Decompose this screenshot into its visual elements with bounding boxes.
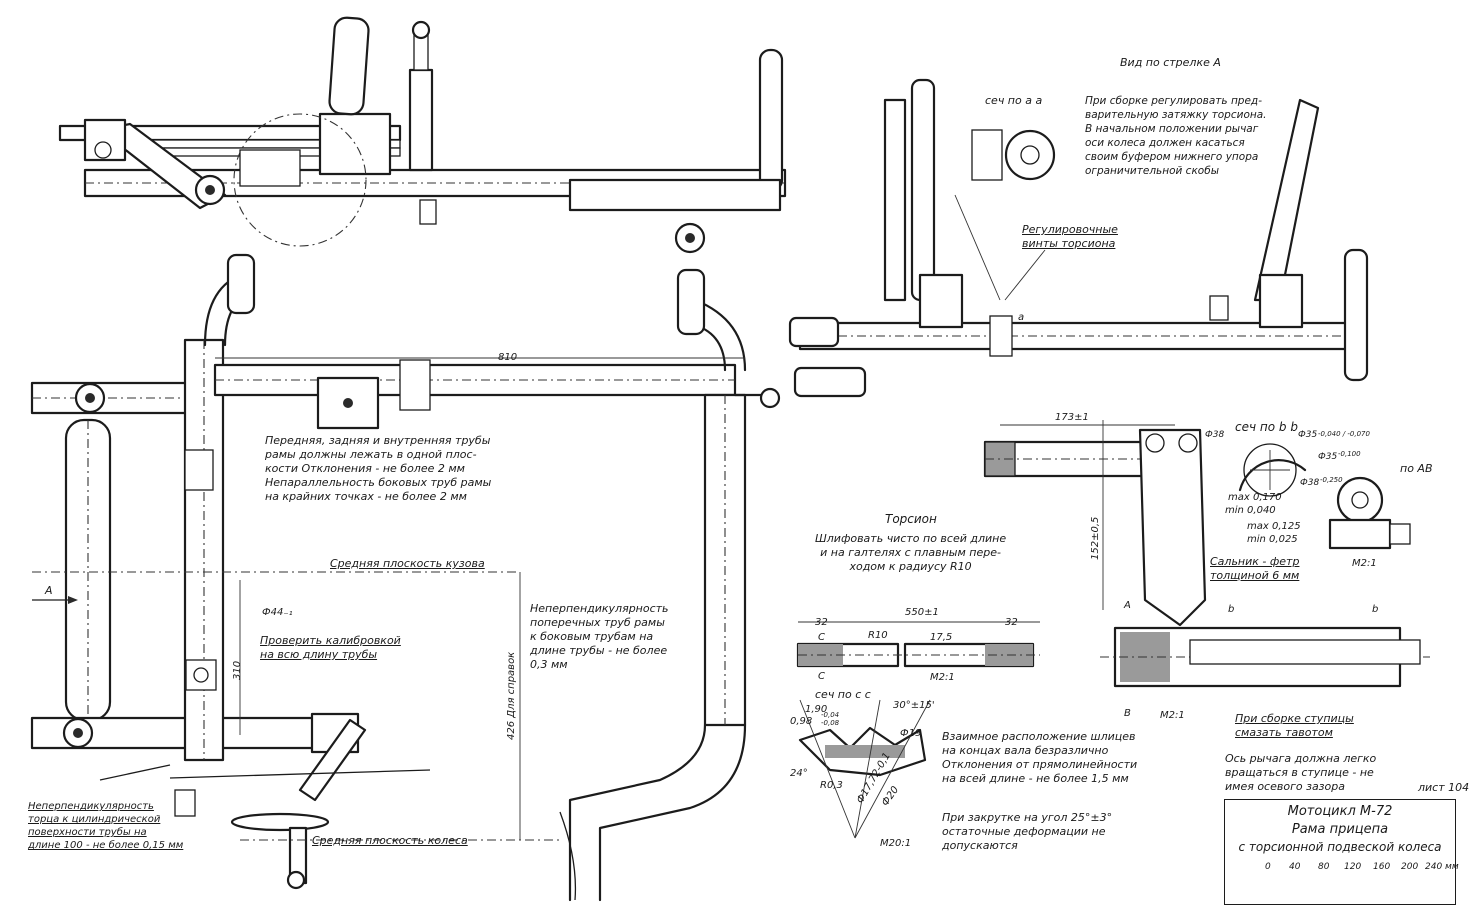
mark-b2: b — [1372, 604, 1379, 615]
dim-810: 810 — [498, 352, 518, 363]
dia-38-bot: Ф38 — [1300, 478, 1320, 488]
view-a — [788, 78, 1369, 398]
view-ab-scale: М2:1 — [1352, 558, 1377, 569]
tol-min-1: min 0,040 — [1225, 505, 1276, 516]
scale-label-1: 40 — [1289, 862, 1301, 872]
tol-35-top: -0,040 / -0,070 — [1318, 430, 1370, 438]
torsion-bar — [796, 621, 1040, 668]
title-line-3: с торсионной подвеской колеса — [1238, 840, 1442, 854]
scale-label-4: 160 — [1373, 862, 1391, 872]
plan-view-frame — [30, 253, 781, 902]
gland-note: Сальник - фетр толщиной 6 мм — [1210, 555, 1300, 582]
dia-35-mid: Ф35 — [1318, 452, 1338, 462]
mark-c-top: С — [818, 632, 825, 643]
view-ab-label: по АВ — [1400, 462, 1433, 475]
wheel-midplane-label: Средняя плоскость колеса — [312, 834, 468, 847]
r0-3: R0,3 — [820, 780, 843, 791]
section-cc-scale: М20:1 — [880, 838, 912, 849]
hub-note: При сборке ступицы смазать тавотом — [1235, 712, 1354, 739]
section-cc-title: сеч по с с — [815, 688, 871, 701]
dim-173: 173±1 — [1055, 412, 1089, 423]
dia-19: Ф19 — [900, 728, 922, 739]
twist-note: При закрутке на угол 25°±3° остаточные д… — [942, 811, 1113, 852]
dim-426: 426 Для справок — [506, 651, 517, 740]
angle-30: 30°±15' — [893, 700, 935, 711]
dim-32-right: 32 — [1005, 617, 1018, 628]
section-bb-title: сеч по b b — [1235, 420, 1298, 434]
dim-17-5: 17,5 — [930, 632, 953, 643]
dim-1-90: 1,90 — [805, 704, 828, 715]
dim-32-left: 32 — [815, 617, 828, 628]
axle-note: Ось рычага должна легко вращаться в ступ… — [1225, 752, 1377, 793]
mark-a: а — [1018, 312, 1025, 323]
tol-35-mid: -0,100 — [1338, 450, 1361, 458]
scale-label-3: 120 — [1344, 862, 1362, 872]
mark-c-bottom: С — [818, 671, 825, 682]
r10-label: R10 — [868, 630, 888, 641]
dia-35-top: Ф35 — [1298, 430, 1318, 440]
section-aa-label: сеч по а а — [985, 94, 1043, 107]
dia-38-top: Ф38 — [1205, 430, 1225, 440]
tol-max-2: max 0,125 — [1247, 521, 1301, 532]
adjust-screws-label: Регулировочные винты торсиона — [1022, 223, 1118, 250]
tol-a: -0,04 — [821, 711, 840, 719]
torsion-scale: М2:1 — [930, 672, 955, 683]
calibration-note: Проверить калибровкой на всю длину трубы — [260, 634, 401, 661]
splines-note: Взаимное расположение шлицев на концах в… — [942, 730, 1138, 785]
title-line-1: Мотоцикл М-72 — [1287, 804, 1393, 819]
dim-152: 152±0,5 — [1090, 516, 1101, 560]
scale-label-6: 240 мм — [1425, 862, 1459, 872]
perpendicularity-note: Неперпендикулярность поперечных труб рам… — [530, 602, 669, 671]
scale-label-5: 200 — [1401, 862, 1419, 872]
scale-label-0: 0 — [1265, 862, 1271, 872]
planarity-note: Передняя, задняя и внутренняя трубы рамы… — [265, 434, 492, 503]
tol-38-bot: -0,250 — [1320, 476, 1343, 484]
tol-min-2: min 0,025 — [1247, 534, 1298, 545]
hub-section — [983, 420, 1430, 688]
body-midplane-label: Средняя плоскость кузова — [330, 557, 485, 570]
title-line-2: Рама прицепа — [1291, 822, 1389, 837]
side-elevation-view — [58, 16, 787, 254]
assembly-note: При сборке регулировать пред- варительну… — [1085, 95, 1267, 177]
angle-24: 24° — [790, 768, 808, 779]
dim-550: 550±1 — [905, 607, 939, 618]
tol-max-1: max 0,170 — [1228, 492, 1282, 503]
mark-b1: b — [1228, 604, 1235, 615]
bottom-left-note: Неперпендикулярность торца к цилиндричес… — [28, 801, 184, 851]
mark-b-lower: В — [1124, 708, 1131, 719]
hub-scale: М2:1 — [1160, 710, 1185, 721]
dim-310: 310 — [232, 660, 243, 680]
tol-b: -0,08 — [821, 719, 840, 727]
mark-a-upper: А — [1124, 600, 1131, 611]
sheet-number: лист 104 — [1418, 781, 1470, 794]
grind-note: Шлифовать чисто по всей длине и на галте… — [815, 532, 1007, 573]
scale-label-2: 80 — [1318, 862, 1330, 872]
arrow-a-label: А — [45, 584, 53, 597]
torsion-title: Торсион — [885, 512, 937, 526]
view-arrow-a-label: Вид по стрелке А — [1120, 56, 1221, 69]
dia-44: Ф44₋₁ — [262, 607, 293, 618]
title-block: Мотоцикл М-72 Рама прицепа с торсионной … — [1224, 799, 1459, 905]
section-cc — [798, 699, 931, 839]
dim-0-98: 0,98 — [790, 716, 813, 727]
